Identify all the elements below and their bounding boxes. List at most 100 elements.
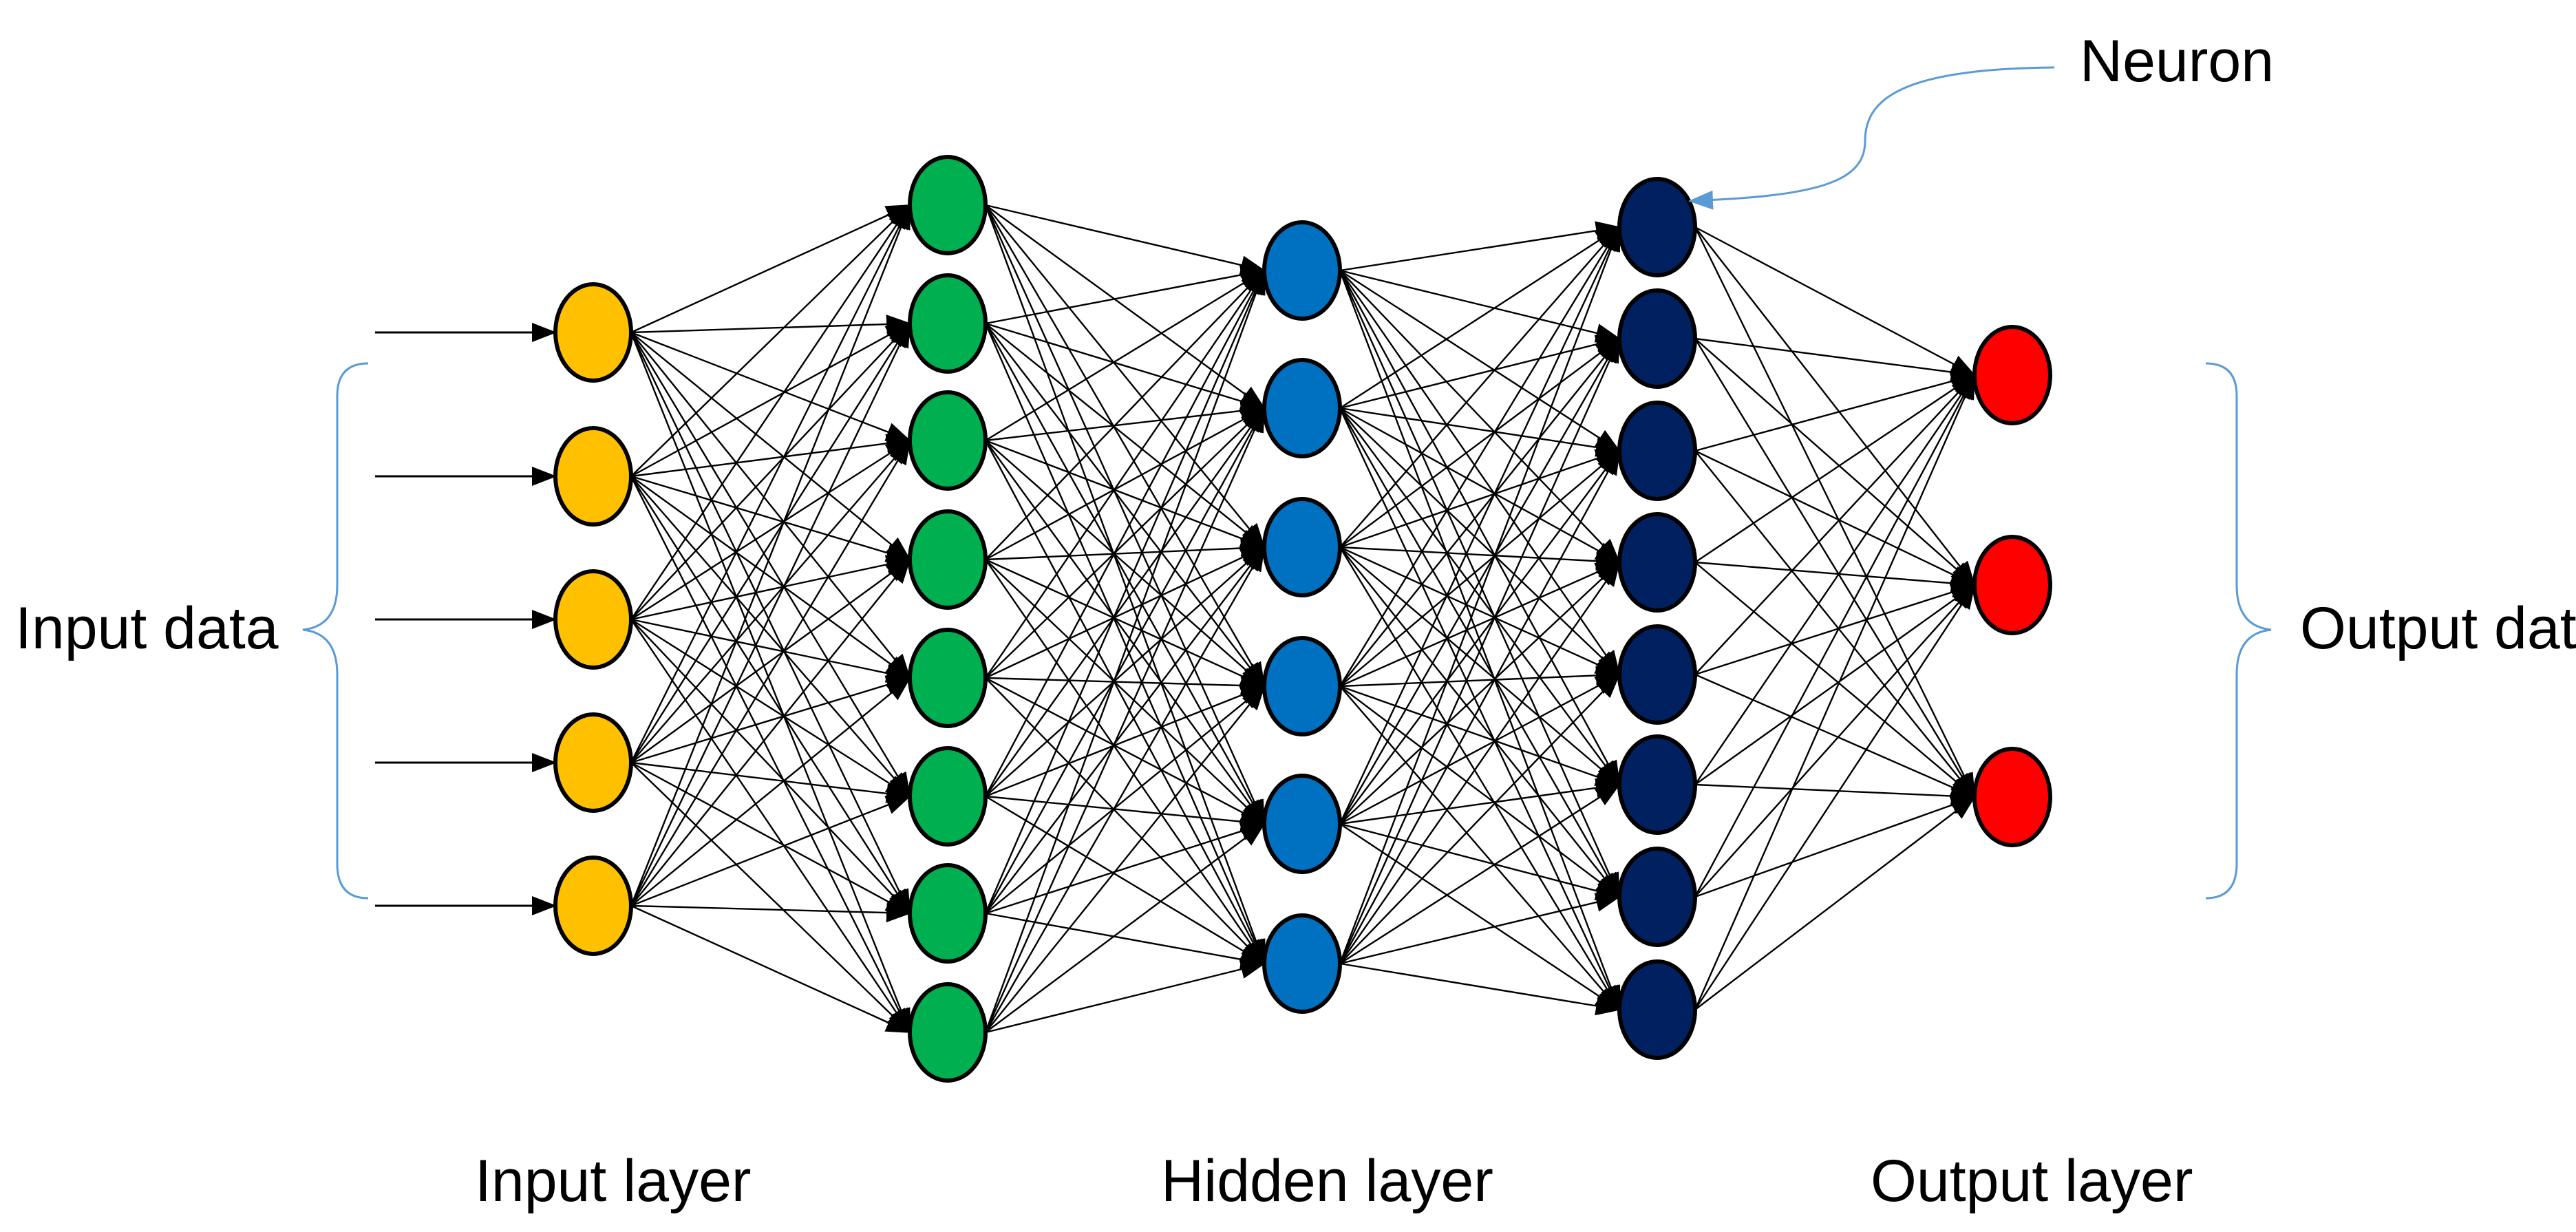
connection-hidden-2-3-to-hidden-3-3 [1339, 561, 1621, 688]
connection-input-2-to-hidden-1-5 [630, 618, 911, 798]
connection-hidden-2-2-to-hidden-3-4 [1339, 546, 1621, 676]
connection-hidden-2-3-to-hidden-3-5 [1339, 685, 1621, 786]
connection-hidden-2-0-to-hidden-3-6 [1339, 270, 1621, 898]
connection-hidden-1-3-to-hidden-2-4 [985, 559, 1266, 825]
connection-hidden-1-2-to-hidden-2-5 [984, 440, 1266, 965]
connection-hidden-3-2-to-output-0 [1694, 372, 1976, 452]
connection-hidden-2-3-to-hidden-3-4 [1339, 666, 1621, 688]
neuron-hidden-1-3 [908, 390, 988, 491]
connection-hidden-3-0-to-output-1 [1694, 226, 1976, 586]
connection-hidden-3-2-to-output-1 [1694, 449, 1976, 586]
connection-hidden-1-0-to-hidden-2-1 [985, 204, 1266, 410]
connection-hidden-1-5-to-hidden-2-2 [985, 546, 1266, 797]
connection-input-4-to-hidden-1-4 [630, 677, 911, 906]
connection-input-2-to-hidden-1-1 [630, 322, 911, 620]
connection-hidden-1-3-to-hidden-2-2 [985, 538, 1266, 561]
output-layer-label: Output layer [1871, 1148, 2193, 1214]
connection-hidden-3-5-to-output-1 [1694, 584, 1976, 785]
connection-hidden-2-1-to-hidden-3-2 [1339, 407, 1621, 457]
neuron-input-1 [553, 282, 633, 383]
connection-hidden-2-0-to-hidden-3-4 [1339, 270, 1621, 676]
connection-hidden-3-4-to-output-2 [1694, 673, 1976, 798]
neuron-input-3 [553, 569, 633, 670]
connection-hidden-3-6-to-output-2 [1694, 796, 1976, 898]
connection-hidden-2-4-to-hidden-3-4 [1339, 673, 1621, 825]
connection-hidden-3-1-to-output-1 [1694, 338, 1976, 586]
connection-hidden-2-2-to-hidden-3-0 [1339, 226, 1621, 548]
connection-hidden-2-2-to-hidden-3-6 [1339, 546, 1621, 898]
connection-hidden-1-3-to-hidden-2-3 [985, 558, 1266, 688]
connection-hidden-1-2-to-hidden-2-3 [985, 440, 1266, 688]
connection-input-0-to-hidden-1-7 [630, 332, 911, 1034]
neuron-label: Neuron [2080, 28, 2274, 94]
neuron-hidden-3-8 [1617, 959, 1697, 1060]
connection-hidden-2-1-to-hidden-3-0 [1339, 226, 1621, 410]
connection-hidden-3-7-to-output-1 [1694, 584, 1976, 1010]
connection-hidden-1-1-to-hidden-2-2 [985, 323, 1266, 549]
input-brace [302, 362, 369, 900]
connection-hidden-1-3-to-hidden-2-5 [985, 559, 1266, 965]
connection-hidden-2-4-to-hidden-3-0 [1339, 226, 1621, 825]
neuron-callout-arrow [1688, 66, 2055, 210]
connection-hidden-3-5-to-output-2 [1694, 783, 1976, 806]
connection-input-0-to-hidden-1-3 [630, 332, 911, 561]
connection-hidden-2-2-to-hidden-3-7 [1339, 546, 1621, 1011]
connection-hidden-1-7-to-hidden-2-4 [985, 822, 1266, 1033]
connection-hidden-1-7-to-hidden-2-2 [984, 546, 1266, 1033]
connection-hidden-1-2-to-hidden-2-4 [985, 440, 1266, 825]
connection-input-0-to-hidden-1-6 [630, 332, 911, 915]
connection-hidden-3-4-to-output-1 [1694, 583, 1976, 676]
connection-hidden-2-2-to-hidden-3-3 [1339, 546, 1621, 571]
neuron-hidden-3-6 [1617, 734, 1697, 835]
input-arrows [375, 323, 557, 915]
connection-hidden-1-5-to-hidden-2-1 [985, 407, 1266, 797]
neuron-output-2 [1972, 535, 2052, 635]
connection-hidden-1-2-to-hidden-2-2 [985, 439, 1266, 549]
connection-hidden-2-5-to-hidden-3-3 [1339, 561, 1621, 964]
connection-input-2-to-hidden-1-0 [630, 204, 911, 620]
neuron-hidden-3-4 [1617, 512, 1697, 613]
neuron-input-5 [553, 856, 633, 956]
neuron-hidden-1-4 [908, 509, 988, 610]
connection-hidden-2-5-to-hidden-3-7 [1339, 962, 1621, 1016]
connection-input-2-to-hidden-1-2 [630, 439, 911, 621]
connection-hidden-3-1-to-output-0 [1694, 337, 1976, 382]
connection-hidden-3-0-to-output-2 [1694, 226, 1976, 798]
connection-hidden-2-4-to-hidden-3-7 [1339, 823, 1621, 1011]
connection-hidden-1-6-to-hidden-2-0 [984, 269, 1266, 914]
neuron-hidden-2-6 [1262, 913, 1342, 1014]
connection-input-1-to-hidden-1-2 [630, 434, 911, 478]
connection-hidden-1-1-to-hidden-2-1 [985, 322, 1266, 411]
neuron-input-2 [553, 426, 633, 527]
connection-input-3-to-hidden-1-7 [630, 762, 911, 1034]
connection-hidden-3-6-to-output-0 [1694, 374, 1976, 898]
connection-hidden-1-7-to-hidden-2-3 [985, 685, 1266, 1033]
connection-input-1-to-hidden-1-7 [630, 476, 911, 1034]
connection-input-1-to-hidden-1-0 [630, 204, 911, 477]
connection-input-4-to-hidden-1-5 [630, 795, 911, 907]
connection-input-1-to-hidden-1-3 [630, 475, 911, 562]
connection-hidden-1-6-to-hidden-2-1 [984, 407, 1266, 914]
connection-hidden-1-7-to-hidden-2-0 [984, 269, 1266, 1033]
connection-hidden-1-0-to-hidden-2-0 [985, 204, 1266, 275]
connection-hidden-1-0-to-hidden-2-2 [985, 204, 1266, 549]
neuron-input-4 [553, 712, 633, 813]
connection-input-3-to-hidden-1-0 [630, 204, 911, 763]
connection-input-3-to-hidden-1-6 [630, 761, 911, 915]
connection-hidden-1-0-to-hidden-2-5 [984, 204, 1266, 965]
connection-hidden-2-4-to-hidden-3-1 [1339, 337, 1621, 825]
connection-hidden-1-4-to-hidden-2-0 [985, 269, 1266, 679]
connection-input-4-to-hidden-1-0 [630, 204, 911, 906]
connection-hidden-3-1-to-output-2 [1694, 338, 1976, 798]
connection-hidden-2-5-to-hidden-3-5 [1339, 783, 1621, 965]
connection-hidden-2-2-to-hidden-3-1 [1339, 337, 1621, 548]
connection-input-3-to-hidden-1-1 [630, 322, 911, 763]
connection-hidden-3-2-to-output-2 [1694, 450, 1976, 798]
input-layer-label: Input layer [475, 1148, 752, 1214]
connection-hidden-2-5-to-hidden-3-2 [1339, 449, 1621, 964]
connection-hidden-1-1-to-hidden-2-0 [985, 265, 1266, 325]
connection-hidden-1-6-to-hidden-2-4 [985, 822, 1266, 915]
connection-hidden-1-0-to-hidden-2-4 [984, 204, 1266, 825]
connection-hidden-2-5-to-hidden-3-4 [1339, 673, 1621, 964]
connection-input-2-to-hidden-1-4 [630, 618, 911, 683]
